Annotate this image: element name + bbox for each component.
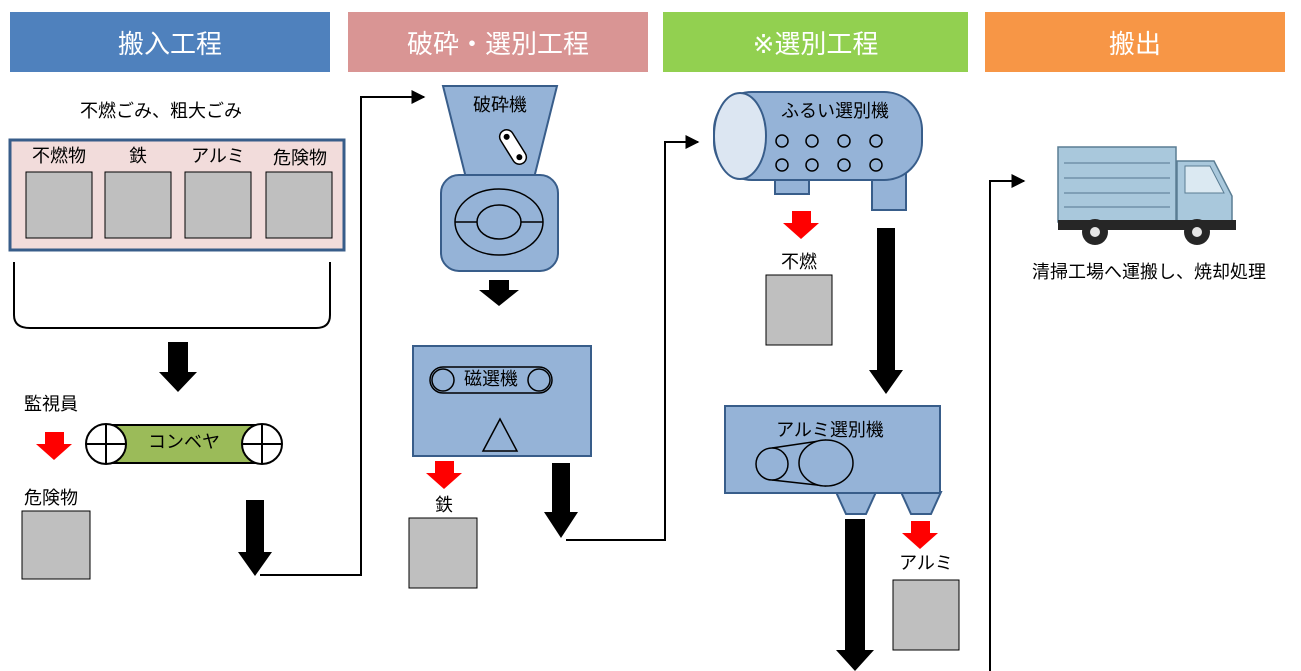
shipping-caption: 清掃工場へ運搬し、焼却処理 — [1032, 262, 1266, 283]
aluminum-pulley-large — [798, 439, 854, 487]
magnet-hopper — [481, 417, 519, 452]
down-arrow-magnet — [544, 463, 578, 538]
flow-line-to-truck — [989, 174, 1026, 671]
flow-line-to-screen — [566, 135, 700, 541]
header-crushing: 破砕・選別工程 — [348, 12, 648, 72]
intake-bracket — [13, 262, 331, 329]
red-arrow-iron — [426, 461, 462, 489]
red-arrow-inspector — [36, 432, 72, 460]
header-sorting: ※選別工程 — [663, 12, 968, 72]
hazard-label: 危険物 — [24, 488, 78, 509]
bin-box-iron — [104, 171, 172, 239]
aluminum-hopper-left — [834, 491, 878, 515]
hazard-box — [21, 510, 91, 580]
crusher-rotor — [476, 204, 522, 240]
inspector-label: 監視員 — [24, 394, 78, 415]
down-arrow-conveyor — [238, 500, 272, 576]
header-intake: 搬入工程 — [10, 12, 330, 72]
bin-box-nonburnable — [25, 171, 93, 239]
aluminum-sorter-label: アルミ選別機 — [776, 420, 884, 441]
down-arrow-screen — [869, 228, 903, 394]
conveyor-label: コンベヤ — [148, 432, 220, 453]
magnet-label: 磁選機 — [464, 369, 518, 390]
aluminum-hopper-right — [899, 491, 943, 515]
iron-label: 鉄 — [435, 495, 453, 516]
aluminum-pulley-small — [755, 447, 789, 481]
down-arrow-aluminum — [836, 519, 874, 671]
flow-line-to-crusher — [260, 90, 426, 576]
crusher-label: 破砕機 — [473, 95, 527, 116]
down-arrow-intake — [159, 342, 197, 392]
red-arrow-nonburnable — [783, 211, 819, 239]
bin-label-aluminum: アルミ — [191, 146, 245, 167]
crusher-link-icon — [498, 129, 528, 165]
nonburnable-box — [765, 274, 833, 346]
bin-label-hazardous: 危険物 — [273, 148, 327, 169]
nonburnable-label: 不燃 — [781, 252, 817, 273]
intake-caption: 不燃ごみ、粗大ごみ — [80, 101, 242, 122]
bin-label-nonburnable: 不燃物 — [32, 146, 86, 167]
screen-drum-end — [713, 92, 767, 180]
magnet-belt — [429, 366, 553, 394]
bin-box-hazardous — [265, 171, 333, 239]
aluminum-box — [892, 579, 960, 651]
bin-box-aluminum — [184, 171, 252, 239]
truck-icon — [1057, 146, 1236, 245]
screen-holes — [775, 134, 883, 172]
header-shipping: 搬出 — [985, 12, 1285, 72]
bin-label-iron: 鉄 — [129, 146, 147, 167]
iron-box — [408, 517, 478, 589]
aluminum-label: アルミ — [899, 553, 953, 574]
conveyor — [85, 423, 283, 465]
down-arrow-crusher — [479, 280, 519, 306]
red-arrow-aluminum — [902, 521, 938, 549]
screen-label: ふるい選別機 — [781, 101, 889, 122]
